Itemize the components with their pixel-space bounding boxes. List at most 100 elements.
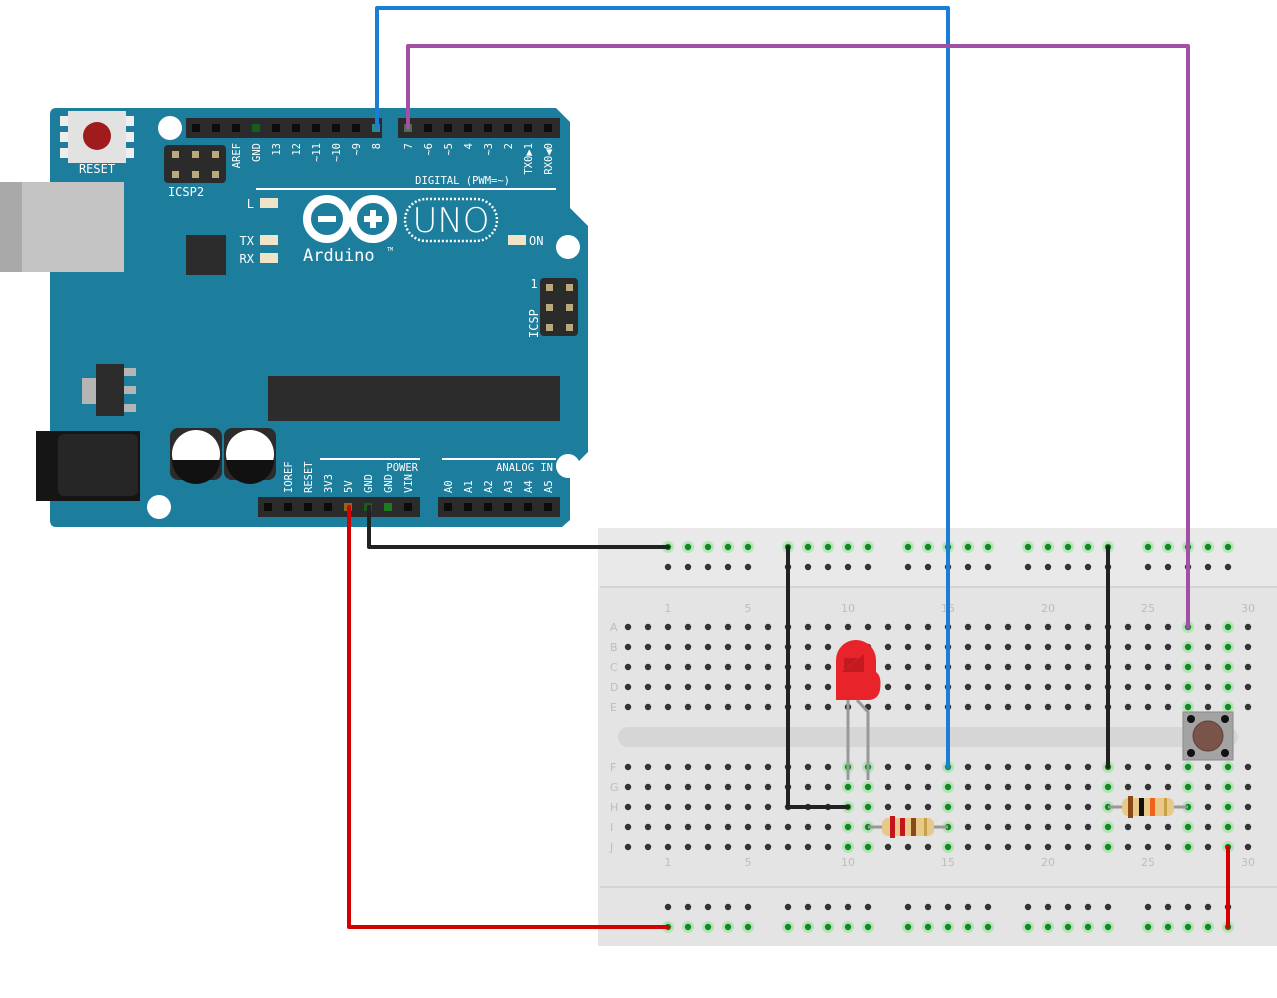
breadboard-hole[interactable] xyxy=(1204,783,1212,791)
breadboard-hole[interactable] xyxy=(704,643,712,651)
breadboard-hole[interactable] xyxy=(1124,763,1132,771)
breadboard-hole[interactable] xyxy=(1044,663,1052,671)
breadboard-hole[interactable] xyxy=(684,643,692,651)
breadboard-hole[interactable] xyxy=(1144,623,1152,631)
breadboard-hole[interactable] xyxy=(824,683,832,691)
breadboard-hole[interactable] xyxy=(904,623,912,631)
breadboard-hole[interactable] xyxy=(804,643,812,651)
header-pin[interactable] xyxy=(192,124,200,132)
breadboard-hole[interactable] xyxy=(844,843,852,851)
breadboard-hole[interactable] xyxy=(664,843,672,851)
breadboard-hole[interactable] xyxy=(784,843,792,851)
breadboard-hole[interactable] xyxy=(1024,643,1032,651)
breadboard-hole[interactable] xyxy=(644,823,652,831)
breadboard-hole[interactable] xyxy=(1124,823,1132,831)
breadboard-hole[interactable] xyxy=(804,683,812,691)
breadboard-hole[interactable] xyxy=(724,703,732,711)
breadboard-hole[interactable] xyxy=(1064,783,1072,791)
breadboard-hole[interactable] xyxy=(884,703,892,711)
wire-black-led-gnd[interactable] xyxy=(786,545,850,809)
breadboard-hole[interactable] xyxy=(1204,923,1212,931)
breadboard-hole[interactable] xyxy=(864,803,872,811)
breadboard-hole[interactable] xyxy=(1204,843,1212,851)
breadboard-hole[interactable] xyxy=(744,623,752,631)
header-pin[interactable] xyxy=(544,503,552,511)
breadboard-hole[interactable] xyxy=(1184,903,1192,911)
breadboard-hole[interactable] xyxy=(1044,623,1052,631)
breadboard-hole[interactable] xyxy=(1144,903,1152,911)
breadboard-hole[interactable] xyxy=(964,623,972,631)
header-pin[interactable] xyxy=(524,124,532,132)
breadboard-hole[interactable] xyxy=(964,843,972,851)
breadboard-hole[interactable] xyxy=(904,763,912,771)
breadboard-hole[interactable] xyxy=(724,623,732,631)
breadboard-hole[interactable] xyxy=(1064,563,1072,571)
breadboard-hole[interactable] xyxy=(1204,543,1212,551)
breadboard-hole[interactable] xyxy=(804,923,812,931)
breadboard-hole[interactable] xyxy=(1144,923,1152,931)
header-pin[interactable] xyxy=(524,503,532,511)
breadboard-hole[interactable] xyxy=(704,663,712,671)
breadboard-hole[interactable] xyxy=(984,663,992,671)
breadboard-hole[interactable] xyxy=(964,903,972,911)
breadboard-hole[interactable] xyxy=(1024,663,1032,671)
breadboard-hole[interactable] xyxy=(644,803,652,811)
breadboard-hole[interactable] xyxy=(1164,823,1172,831)
breadboard-hole[interactable] xyxy=(684,923,692,931)
breadboard-hole[interactable] xyxy=(804,783,812,791)
breadboard-hole[interactable] xyxy=(1104,843,1112,851)
breadboard-hole[interactable] xyxy=(864,903,872,911)
breadboard-hole[interactable] xyxy=(964,823,972,831)
breadboard-hole[interactable] xyxy=(864,843,872,851)
header-pin[interactable] xyxy=(332,124,340,132)
breadboard-hole[interactable] xyxy=(744,803,752,811)
breadboard-hole[interactable] xyxy=(1144,703,1152,711)
breadboard-hole[interactable] xyxy=(804,663,812,671)
breadboard-hole[interactable] xyxy=(924,803,932,811)
breadboard-hole[interactable] xyxy=(764,623,772,631)
breadboard-hole[interactable] xyxy=(1084,903,1092,911)
breadboard-hole[interactable] xyxy=(964,683,972,691)
breadboard-hole[interactable] xyxy=(824,923,832,931)
breadboard-hole[interactable] xyxy=(764,703,772,711)
breadboard-hole[interactable] xyxy=(1244,663,1252,671)
breadboard-hole[interactable] xyxy=(744,763,752,771)
breadboard-hole[interactable] xyxy=(1084,663,1092,671)
breadboard-hole[interactable] xyxy=(904,683,912,691)
breadboard-hole[interactable] xyxy=(764,803,772,811)
breadboard-hole[interactable] xyxy=(964,763,972,771)
breadboard-hole[interactable] xyxy=(664,623,672,631)
breadboard-hole[interactable] xyxy=(1064,923,1072,931)
breadboard-hole[interactable] xyxy=(1144,643,1152,651)
breadboard-hole[interactable] xyxy=(1244,783,1252,791)
breadboard-hole[interactable] xyxy=(1084,823,1092,831)
breadboard-hole[interactable] xyxy=(1184,843,1192,851)
breadboard-hole[interactable] xyxy=(1044,803,1052,811)
breadboard-hole[interactable] xyxy=(1024,543,1032,551)
breadboard-hole[interactable] xyxy=(884,803,892,811)
breadboard-hole[interactable] xyxy=(684,823,692,831)
breadboard-hole[interactable] xyxy=(644,703,652,711)
breadboard-hole[interactable] xyxy=(1004,683,1012,691)
breadboard-hole[interactable] xyxy=(1024,923,1032,931)
breadboard-hole[interactable] xyxy=(664,903,672,911)
breadboard-hole[interactable] xyxy=(804,843,812,851)
breadboard-hole[interactable] xyxy=(724,823,732,831)
breadboard-hole[interactable] xyxy=(1204,563,1212,571)
breadboard-hole[interactable] xyxy=(644,843,652,851)
breadboard-hole[interactable] xyxy=(784,903,792,911)
breadboard-hole[interactable] xyxy=(1184,683,1192,691)
breadboard-hole[interactable] xyxy=(984,843,992,851)
breadboard-hole[interactable] xyxy=(1044,783,1052,791)
breadboard-hole[interactable] xyxy=(684,763,692,771)
breadboard-hole[interactable] xyxy=(824,823,832,831)
breadboard-hole[interactable] xyxy=(924,563,932,571)
breadboard-hole[interactable] xyxy=(964,663,972,671)
breadboard-hole[interactable] xyxy=(684,783,692,791)
breadboard-hole[interactable] xyxy=(944,843,952,851)
breadboard-hole[interactable] xyxy=(804,763,812,771)
breadboard-hole[interactable] xyxy=(804,823,812,831)
breadboard-hole[interactable] xyxy=(744,923,752,931)
breadboard-hole[interactable] xyxy=(924,903,932,911)
push-button[interactable] xyxy=(1182,711,1234,761)
